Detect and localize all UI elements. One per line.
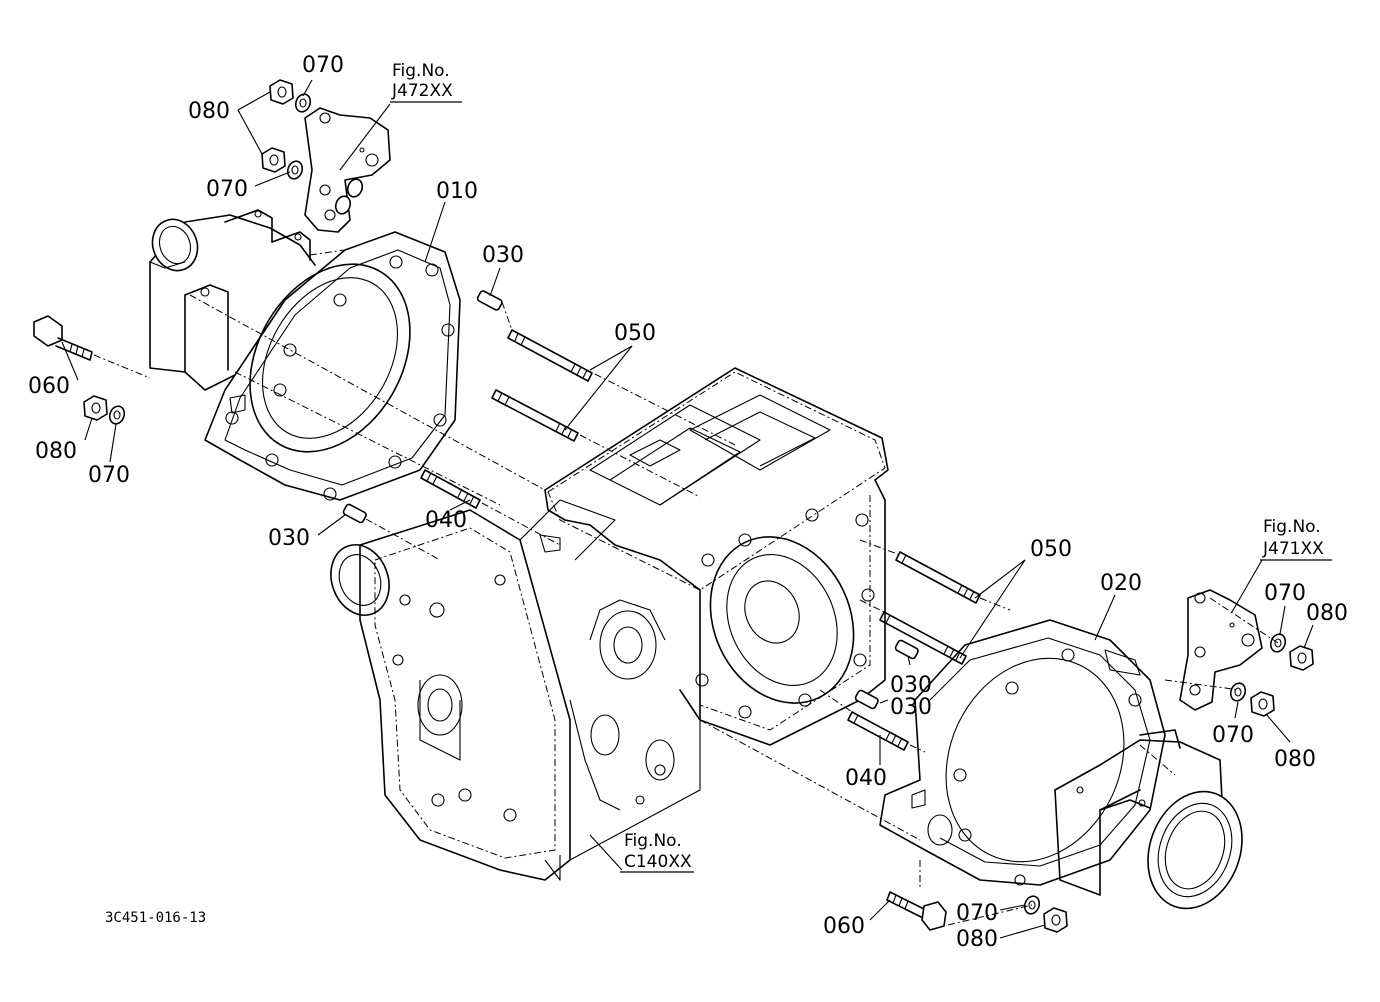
callout-080-right-lower: 080: [1274, 747, 1316, 772]
callout-080-right-upper: 080: [1306, 601, 1348, 626]
bracket-j472: [304, 107, 391, 233]
pin-030-lower-right: [854, 689, 879, 710]
stud-050-lower-right: [879, 611, 967, 665]
callout-040-right: 040: [845, 766, 887, 791]
stud-040-left: [420, 469, 481, 509]
pin-030-upper-left: [476, 290, 503, 311]
washers-bracket-left: [334, 178, 364, 215]
leader-lines: [61, 79, 1314, 939]
nut-080-mid-left: [261, 147, 286, 173]
figure-ref-c140[interactable]: Fig.No. C140XX: [620, 831, 694, 873]
nut-080-lower-right: [1250, 691, 1275, 717]
bracket-j471: [1179, 589, 1263, 711]
assembly-centerlines: [93, 249, 1279, 926]
callout-060-left: 060: [28, 374, 70, 399]
fig-number-j471[interactable]: J471XX: [1262, 539, 1324, 559]
callout-070-left: 070: [88, 463, 130, 488]
stud-050-upper-left: [507, 329, 593, 382]
callout-080-left: 080: [35, 439, 77, 464]
nut-080-top-left: [269, 79, 294, 105]
left-rear-axle-housing: [149, 209, 461, 501]
callout-070-top: 070: [302, 53, 344, 78]
bolt-060-right: [886, 891, 947, 931]
callout-080-bottom: 080: [956, 927, 998, 952]
fig-number-c140[interactable]: C140XX: [624, 852, 692, 872]
fig-label-j471: Fig.No.: [1263, 517, 1321, 537]
callout-050-left: 050: [614, 321, 656, 346]
pin-030-upper-right: [894, 639, 919, 660]
fig-label-j472: Fig.No.: [392, 61, 450, 81]
stud-050-lower-left: [491, 389, 579, 442]
bolt-060-left: [33, 315, 93, 361]
callout-030-lower-left: 030: [268, 526, 310, 551]
callout-050-right: 050: [1030, 537, 1072, 562]
nut-080-bottom-right: [1043, 907, 1068, 933]
callout-030-right-a: 030: [890, 673, 932, 698]
figure-ref-j472[interactable]: Fig.No. J472XX: [390, 61, 462, 103]
callout-040-left: 040: [425, 508, 467, 533]
callout-070-right-lower: 070: [1212, 723, 1254, 748]
callout-080-top: 080: [188, 99, 230, 124]
stud-040-right: [847, 711, 909, 751]
callout-060-right: 060: [823, 914, 865, 939]
washer-070-mid-left: [286, 160, 304, 180]
callout-070-right-upper: 070: [1264, 581, 1306, 606]
fig-label-c140: Fig.No.: [624, 831, 682, 851]
washer-070-lower-left: [108, 405, 126, 425]
callout-070-bottom: 070: [956, 901, 998, 926]
washer-070-top-left: [294, 93, 312, 113]
callout-030-upper-left: 030: [482, 243, 524, 268]
nut-080-upper-right: [1289, 645, 1314, 671]
pin-030-lower-left: [342, 503, 367, 524]
stud-050-upper-right: [895, 551, 981, 604]
fig-number-j472[interactable]: J472XX: [391, 81, 453, 101]
nut-080-lower-left: [83, 395, 108, 421]
diagram-reference-code: 3C451-016-13: [105, 910, 206, 926]
right-rear-axle-housing: [879, 619, 1243, 910]
part-callouts: 070 080 070 010 030 050 060 080 070 040 …: [28, 53, 1348, 952]
callout-020: 020: [1100, 571, 1142, 596]
washer-070-lower-right: [1229, 682, 1247, 702]
figure-ref-j471[interactable]: Fig.No. J471XX: [1260, 517, 1332, 561]
transmission-case: [330, 367, 889, 881]
callout-070-mid: 070: [206, 177, 248, 202]
callout-030-right-b: 030: [890, 695, 932, 720]
callout-010: 010: [436, 179, 478, 204]
